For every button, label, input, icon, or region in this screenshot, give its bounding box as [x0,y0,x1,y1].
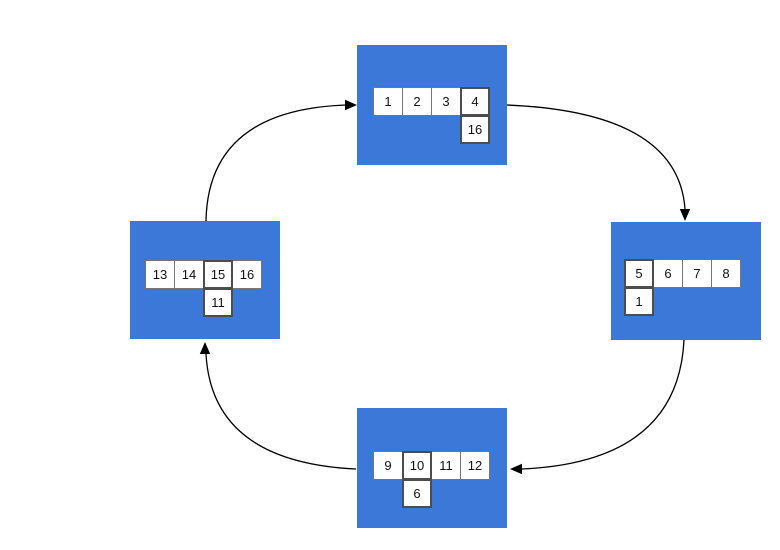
tile-cell: 16 [232,260,262,289]
tile-cell: 14 [174,260,204,289]
tile-cell: 13 [145,260,175,289]
tile-cell: 9 [373,451,403,480]
arrowhead-into-left-icon [199,342,211,354]
state-node-bottom: 9 10 11 12 6 [357,408,507,528]
edge-right-to-bottom-arrow [521,339,685,470]
edge-bottom-to-left-arrow [205,353,357,470]
tile-cell: 3 [431,87,461,116]
tile-cell-below: 6 [402,479,432,508]
state-node-left: 13 14 15 16 11 [130,221,280,339]
tile-cell-below: 1 [624,287,654,316]
tile-cell-below: 11 [203,288,233,317]
tile-cell: 1 [373,87,403,116]
tile-cell: 11 [431,451,461,480]
tile-cell: 7 [682,259,712,288]
tile-cell-below: 16 [460,115,490,144]
tile-cell: 8 [711,259,741,288]
arrowhead-into-top-icon [345,99,357,111]
edge-top-to-right-arrow [506,104,686,210]
arrowhead-into-right-icon [679,209,691,221]
state-node-right: 5 6 7 8 1 [611,222,761,340]
edge-left-to-top-arrow [205,104,347,222]
tile-cell-active: 4 [460,87,490,116]
tile-cell: 2 [402,87,432,116]
tile-cell: 6 [653,259,683,288]
tile-cell-active: 5 [624,259,654,288]
tile-cell-active: 10 [402,451,432,480]
tile-cell-active: 15 [203,260,233,289]
tile-cell: 12 [460,451,490,480]
arrowhead-into-bottom-icon [510,463,522,475]
state-node-top: 1 2 3 4 16 [357,45,507,165]
